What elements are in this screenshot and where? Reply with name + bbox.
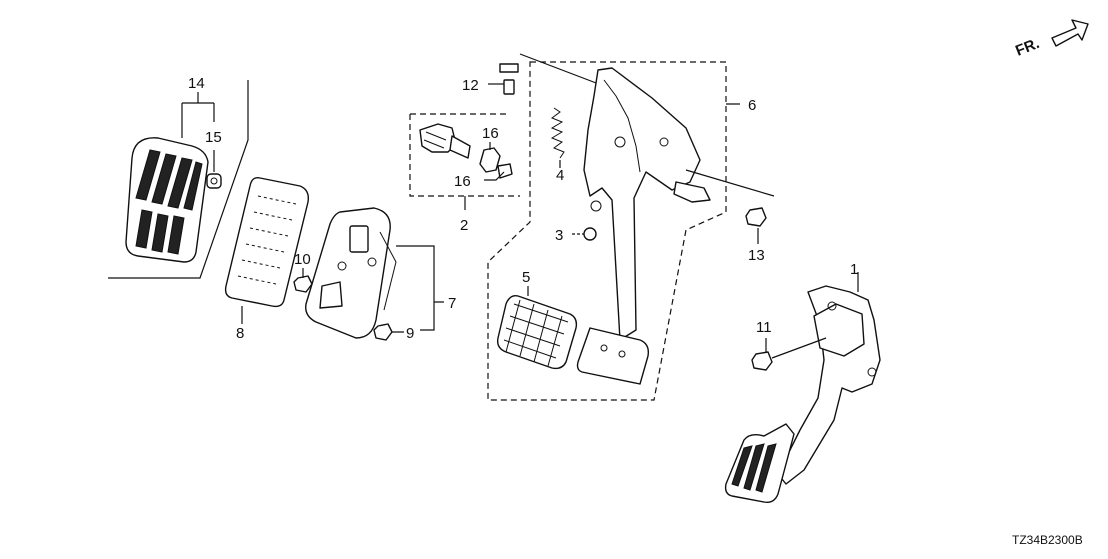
callout-12: 12 — [462, 77, 479, 94]
brake-light-switch-part — [419, 123, 471, 159]
nut-13-part — [745, 207, 767, 227]
direction-label: FR. — [1013, 35, 1042, 60]
brake-pedal-pad-part — [125, 137, 209, 263]
callout-7: 7 — [448, 295, 456, 312]
diagram-code: TZ34B2300B — [1012, 533, 1083, 547]
brake-pedal-plate-part — [576, 327, 650, 385]
callout-1: 1 — [850, 261, 858, 278]
brake-pad-5-part — [496, 294, 578, 370]
return-spring-part — [550, 107, 565, 159]
callout-16-lower: 16 — [454, 173, 471, 190]
callout-10: 10 — [294, 251, 311, 268]
stopper-3-part — [583, 227, 597, 241]
nut-11-part — [751, 351, 773, 371]
callout-3: 3 — [555, 227, 563, 244]
callout-9: 9 — [406, 325, 414, 342]
callout-6: 6 — [748, 97, 756, 114]
front-direction-arrow-icon — [1051, 19, 1089, 47]
callout-13: 13 — [748, 247, 765, 264]
callout-14: 14 — [188, 75, 205, 92]
callout-16-upper: 16 — [482, 125, 499, 142]
callout-2: 2 — [460, 217, 468, 234]
callout-8: 8 — [236, 325, 244, 342]
pedal-bracket-part — [305, 207, 397, 339]
bolt-12-part — [499, 63, 519, 95]
nut-9-part — [373, 323, 393, 341]
callout-4: 4 — [556, 167, 564, 184]
nut-10-part — [293, 275, 313, 293]
callout-11: 11 — [756, 319, 772, 336]
accelerator-pedal-pad-part — [224, 176, 310, 308]
switch-clip-16-part — [479, 147, 513, 179]
callout-15: 15 — [205, 129, 222, 146]
callout-5: 5 — [522, 269, 530, 286]
accelerator-pedal-assembly-part — [724, 285, 881, 504]
clip-nut-15-part — [206, 173, 222, 189]
brake-pedal-arm-part — [583, 67, 711, 341]
